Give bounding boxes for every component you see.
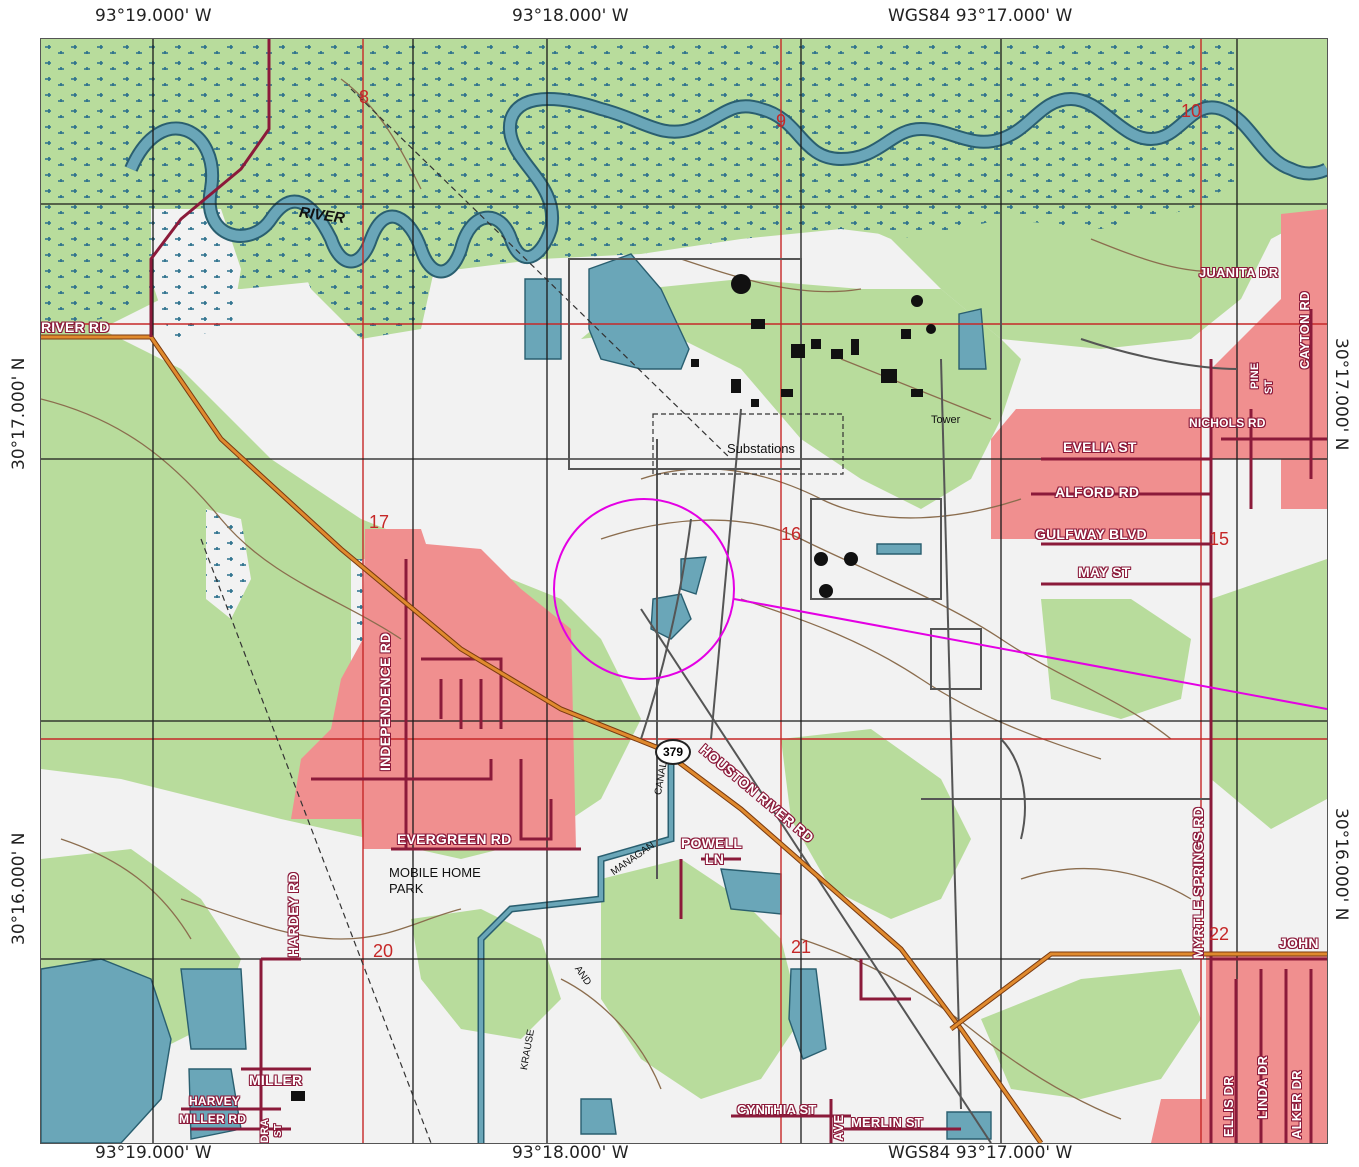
coord-right-1: 30°17.000' N [1331,338,1351,451]
substations-label: Substations [727,441,795,456]
pine-st-label: ST [1263,379,1275,394]
section-8: 8 [359,87,370,107]
coord-bottom-1: 93°19.000' W [95,1143,212,1163]
mobile-home-label: MOBILE HOME [389,865,481,880]
linda-dr-label: LINDA DR [1255,1055,1270,1119]
local-streets [181,309,1327,1143]
ln-label: LN [705,851,725,867]
miller-label: MILLER [249,1072,303,1088]
coord-bottom-3: WGS84 93°17.000' W [888,1143,1073,1163]
coord-bottom-2: 93°18.000' W [512,1143,629,1163]
coord-top-1: 93°19.000' W [95,6,212,26]
section-9: 9 [776,111,787,131]
harvey-label: HARVEY [189,1094,240,1108]
section-10: 10 [1181,101,1202,121]
powell-label: POWELL [681,835,743,851]
may-st-label: MAY ST [1078,564,1131,580]
merlin-st-label: MERLIN ST [851,1115,923,1130]
evelia-st-label: EVELIA ST [1063,439,1137,455]
map-canvas [41,39,1327,1143]
ellis-dr-label: ELLIS DR [1221,1076,1236,1137]
miller-rd-label: MILLER RD [179,1112,247,1126]
park-label: PARK [389,881,424,896]
section-17: 17 [369,512,390,532]
tower-label: Tower [931,414,961,426]
coord-left-2: 30°16.000' N [9,832,29,945]
contour-lines [41,78,1242,1120]
power-lines [200,88,732,1143]
walker-dr-label: ALKER DR [1289,1070,1304,1139]
pine-label: PINE [1249,362,1261,389]
substation-area [652,413,844,475]
section-16: 16 [781,524,802,544]
gulfway-blvd-label: GULFWAY BLVD [1035,526,1147,542]
myrtle-springs-rd-label: MYRTLE SPRINGS RD [1190,807,1206,959]
water-bodies [41,253,992,1143]
location-marker [553,498,1327,710]
cynthia-st-label: CYNTHIA ST [737,1102,817,1117]
section-22: 22 [1209,924,1230,944]
evergreen-rd-label: EVERGREEN RD [397,831,512,847]
st-small-label: ST [273,1123,284,1137]
nichols-rd-label: NICHOLS RD [1189,416,1266,430]
hardey-rd-label: HARDEY RD [285,872,301,957]
buildings [291,274,936,1101]
coord-right-2: 30°16.000' N [1331,808,1351,921]
section-20: 20 [373,941,394,961]
topo-map[interactable]: 379 8 9 10 17 16 15 20 21 22 RIVER Subst… [40,38,1328,1144]
ave-label: AVE [831,1114,846,1141]
juanita-dr-label: JUANITA DR [1199,265,1279,280]
dra-label: DRA [259,1118,271,1143]
coord-top-2: 93°18.000' W [512,6,629,26]
left-road [149,39,271,337]
section-15: 15 [1209,529,1230,549]
cayton-rd-label: CAYTON RD [1297,291,1312,369]
section-21: 21 [791,937,812,957]
alford-rd-label: ALFORD RD [1055,484,1140,500]
coord-left-1: 30°17.000' N [9,357,29,470]
independence-rd-label: INDEPENDENCE RD [377,632,393,771]
route-379-shield: 379 [655,739,691,765]
highway [41,334,1327,1143]
coord-top-3: WGS84 93°17.000' W [888,6,1073,26]
urban-areas [291,209,1327,1143]
john-label: JOHN [1279,935,1319,951]
river-rd-label: RIVER RD [41,319,110,335]
